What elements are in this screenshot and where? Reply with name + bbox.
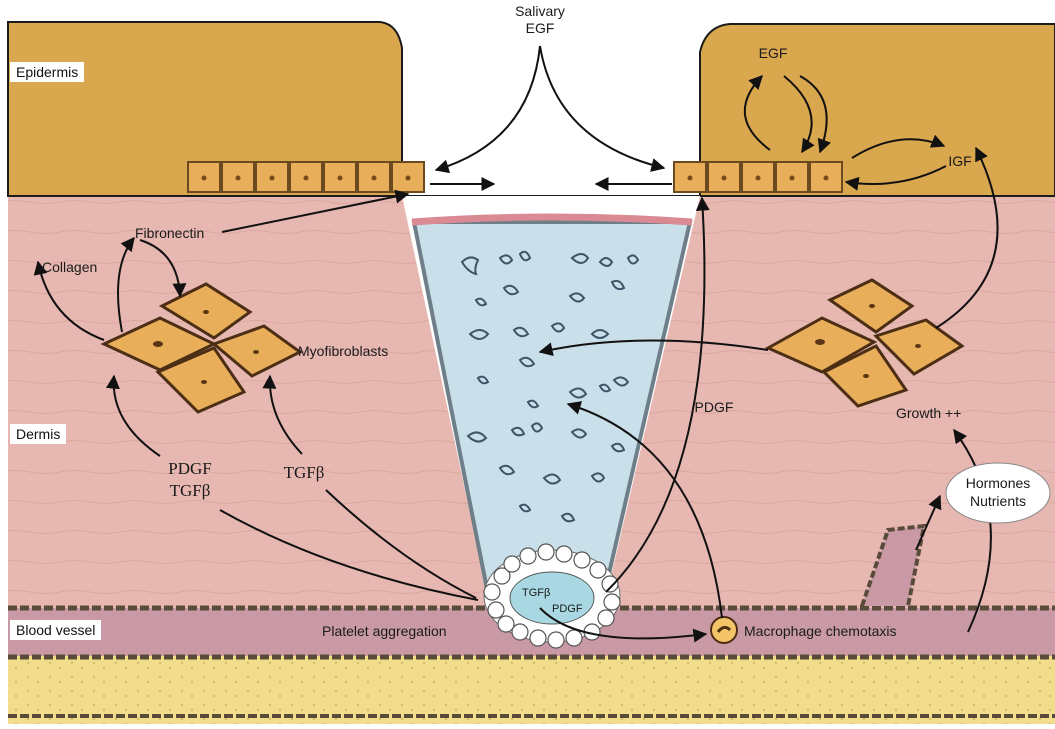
subcutaneous-layer: [8, 655, 1055, 724]
collagen-label: Collagen: [42, 259, 97, 275]
pdgf-right-label: PDGF: [695, 399, 734, 415]
platelet-aggregation-label: Platelet aggregation: [322, 623, 447, 639]
salivary-egf-label: EGF: [526, 20, 555, 36]
blood-vessel-label: Blood vessel: [10, 620, 101, 640]
clot-pdgf-label: PDGF: [552, 603, 583, 615]
growth-label: Growth ++: [896, 405, 961, 421]
fibronectin-label: Fibronectin: [135, 225, 204, 241]
salivary-label: Salivary: [515, 3, 565, 19]
myofibroblasts-label: Myofibroblasts: [298, 343, 388, 359]
epidermis-label: Epidermis: [10, 62, 84, 82]
hormones-label: Hormones: [966, 475, 1031, 491]
nutrients-label: Nutrients: [970, 493, 1026, 509]
macrophage: [711, 617, 737, 643]
clot-tgfb-label: TGFβ: [522, 587, 550, 599]
tgfb-mid-label: TGFβ: [284, 463, 325, 482]
egf-right-label: EGF: [759, 45, 788, 61]
pdgf-left-label: PDGF: [168, 459, 211, 478]
dermis-label: Dermis: [10, 424, 66, 444]
macrophage-chemotaxis-label: Macrophage chemotaxis: [744, 623, 897, 639]
igf-label: IGF: [948, 153, 971, 169]
tgfb-left-label: TGFβ: [170, 481, 211, 500]
